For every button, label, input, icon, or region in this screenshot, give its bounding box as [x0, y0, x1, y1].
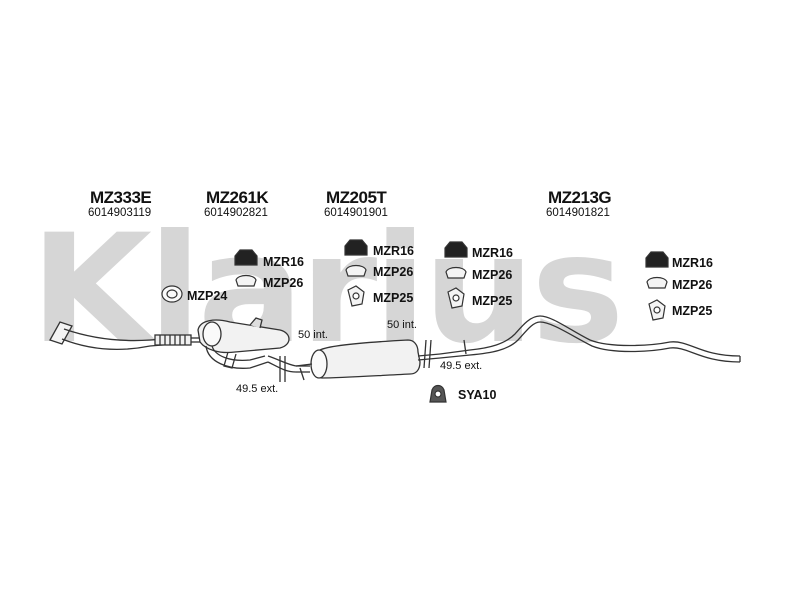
- fitting-label-clamp-4[interactable]: MZP26: [672, 278, 713, 292]
- product-code-2[interactable]: MZ261K: [206, 188, 269, 207]
- note-ext-left: 49.5 ext.: [236, 383, 279, 395]
- product-ean-3: 6014901901: [324, 207, 388, 219]
- hanger-group-4-icons[interactable]: [645, 251, 669, 321]
- note-ext-right: 49.5 ext.: [440, 360, 483, 372]
- hanger-group-2-icons[interactable]: [344, 239, 368, 307]
- note-int-right: 50 int.: [387, 319, 417, 331]
- fitting-label-rubber-4[interactable]: MZR16: [672, 256, 713, 270]
- fitting-label-bracket-2[interactable]: MZP25: [373, 291, 414, 305]
- product-code-1[interactable]: MZ333E: [90, 188, 152, 207]
- product-ean-4: 6014901821: [546, 207, 610, 219]
- product-ean-2: 6014902821: [204, 207, 268, 219]
- product-ean-1: 6014903119: [88, 207, 152, 219]
- fitting-label-rubber-1[interactable]: MZR16: [263, 255, 304, 269]
- hanger-group-3-icons[interactable]: [444, 241, 468, 309]
- fitting-label-rubber-2[interactable]: MZR16: [373, 244, 414, 258]
- mzp24-gasket-icon[interactable]: [161, 285, 183, 303]
- fitting-label-bracket-3[interactable]: MZP25: [472, 294, 513, 308]
- centre-silencer[interactable]: [197, 317, 310, 382]
- fitting-label-clamp-2[interactable]: MZP26: [373, 265, 414, 279]
- sya10-mount-icon[interactable]: [429, 384, 447, 403]
- fitting-label-bracket-4[interactable]: MZP25: [672, 304, 713, 318]
- fitting-label-mzp24[interactable]: MZP24: [187, 289, 228, 303]
- product-code-3[interactable]: MZ205T: [326, 188, 387, 207]
- tail-pipe[interactable]: [439, 315, 741, 363]
- front-pipe[interactable]: [49, 321, 200, 350]
- fitting-label-clamp-1[interactable]: MZP26: [263, 276, 304, 290]
- note-int-left: 50 int.: [298, 329, 328, 341]
- hanger-group-1-icons[interactable]: [234, 249, 258, 287]
- product-code-4[interactable]: MZ213G: [548, 188, 612, 207]
- fitting-label-sya10[interactable]: SYA10: [458, 388, 497, 402]
- fitting-label-clamp-3[interactable]: MZP26: [472, 268, 513, 282]
- fitting-label-rubber-3[interactable]: MZR16: [472, 246, 513, 260]
- rear-centre-silencer[interactable]: [295, 339, 441, 379]
